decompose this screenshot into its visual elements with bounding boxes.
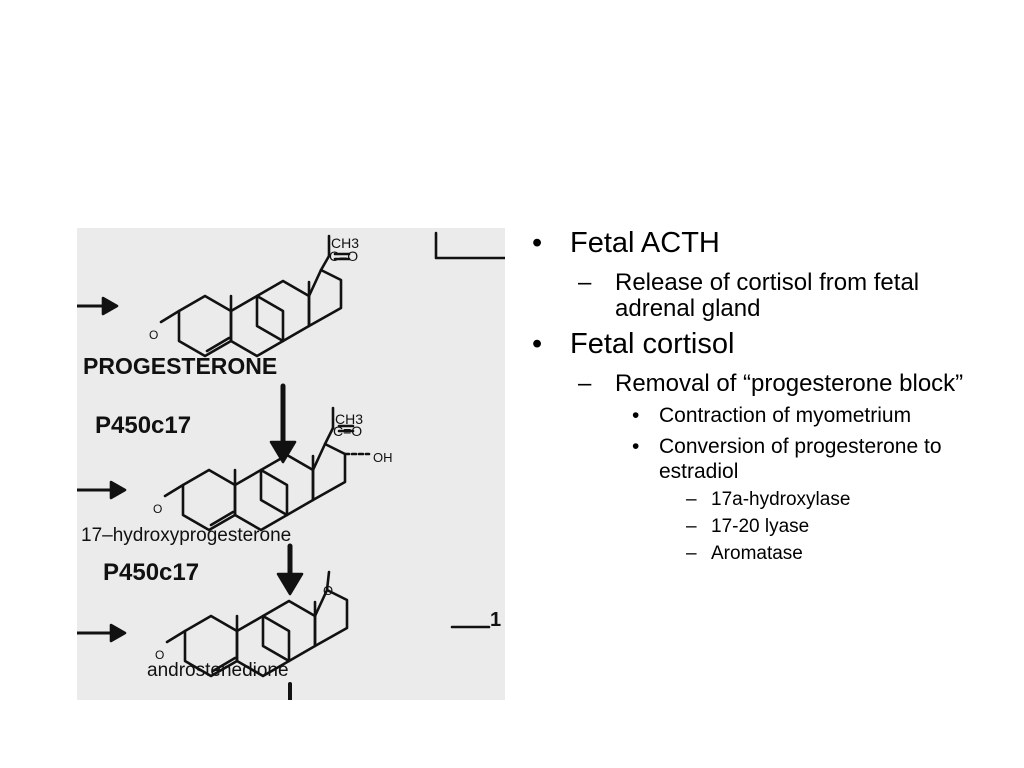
enzyme-item: – 17a-hydroxylase xyxy=(532,489,1002,511)
ketone-o-label-2: O xyxy=(153,502,162,516)
dash-marker: – xyxy=(686,516,697,537)
bullet-marker: • xyxy=(632,404,640,427)
carbonyl-label-1: C=O xyxy=(329,248,358,264)
bullet-marker: • xyxy=(632,435,640,458)
corner-box-outline xyxy=(434,231,505,260)
enzyme-text: 17a-hydroxylase xyxy=(711,489,851,510)
bullet-text: Fetal cortisol xyxy=(570,328,735,360)
bullet-fetal-acth: • Fetal ACTH xyxy=(532,227,1002,260)
enzyme-text: 17-20 lyase xyxy=(711,516,810,537)
down-arrow-2 xyxy=(276,543,304,596)
ch3-label-2: CH3 xyxy=(335,411,363,427)
hydroxyprogesterone-structure xyxy=(163,406,371,532)
ch3-label-1: CH3 xyxy=(331,235,359,251)
bullet-fetal-cortisol: • Fetal cortisol xyxy=(532,328,1002,361)
edge-mark-label: 1 xyxy=(490,609,501,631)
hydroxyprogesterone-label: 17–hydroxyprogesterone xyxy=(81,525,291,546)
progesterone-structure xyxy=(159,234,351,358)
carbonyl-label-2: C=O xyxy=(333,423,362,439)
input-arrow-2 xyxy=(77,480,127,500)
subbullet-text: Contraction of myometrium xyxy=(659,404,912,427)
ketone-o-label-3: O xyxy=(323,583,333,598)
enzyme-item: – 17-20 lyase xyxy=(532,516,1002,538)
bullet-marker: • xyxy=(532,328,543,360)
subbullet-text: Removal of “progesterone block” xyxy=(615,370,964,397)
subbullet-progesterone-block: – Removal of “progesterone block” xyxy=(532,371,1002,397)
progesterone-label: PROGESTERONE xyxy=(83,353,277,379)
subbullet-text: Release of cortisol from fetal adrenal g… xyxy=(615,269,920,322)
subbullet-contraction: • Contraction of myometrium xyxy=(532,403,1002,428)
enzyme-label-2: P450c17 xyxy=(103,559,199,586)
bullet-marker: • xyxy=(532,227,543,259)
androstenedione-label: androstenedione xyxy=(147,660,289,681)
down-arrow-1 xyxy=(269,383,297,464)
oh-label: OH xyxy=(373,450,393,465)
bullet-text: Fetal ACTH xyxy=(570,227,720,259)
enzyme-item: – Aromatase xyxy=(532,543,1002,565)
subbullet-text: Conversion of progesterone to estradiol xyxy=(659,435,942,483)
bullet-list: • Fetal ACTH – Release of cortisol from … xyxy=(532,224,1002,565)
dash-marker: – xyxy=(686,489,697,510)
enzyme-text: Aromatase xyxy=(711,543,803,564)
androstenedione-structure xyxy=(165,570,349,678)
dash-marker: – xyxy=(686,543,697,564)
subbullet-conversion: • Conversion of progesterone to estradio… xyxy=(532,434,1002,484)
steroid-pathway-figure: CH3 C=O O PROGESTERONE P450c17 CH3 C=O O… xyxy=(77,228,505,700)
enzyme-label-1: P450c17 xyxy=(95,412,191,439)
input-arrow-1 xyxy=(77,296,119,316)
input-arrow-3 xyxy=(77,623,127,643)
ketone-o-label-4: O xyxy=(155,648,164,662)
dash-marker: – xyxy=(578,370,592,397)
dash-marker: – xyxy=(578,269,592,296)
ketone-o-label-1: O xyxy=(149,328,158,342)
subbullet-cortisol-release: – Release of cortisol from fetal adrenal… xyxy=(532,270,1002,322)
